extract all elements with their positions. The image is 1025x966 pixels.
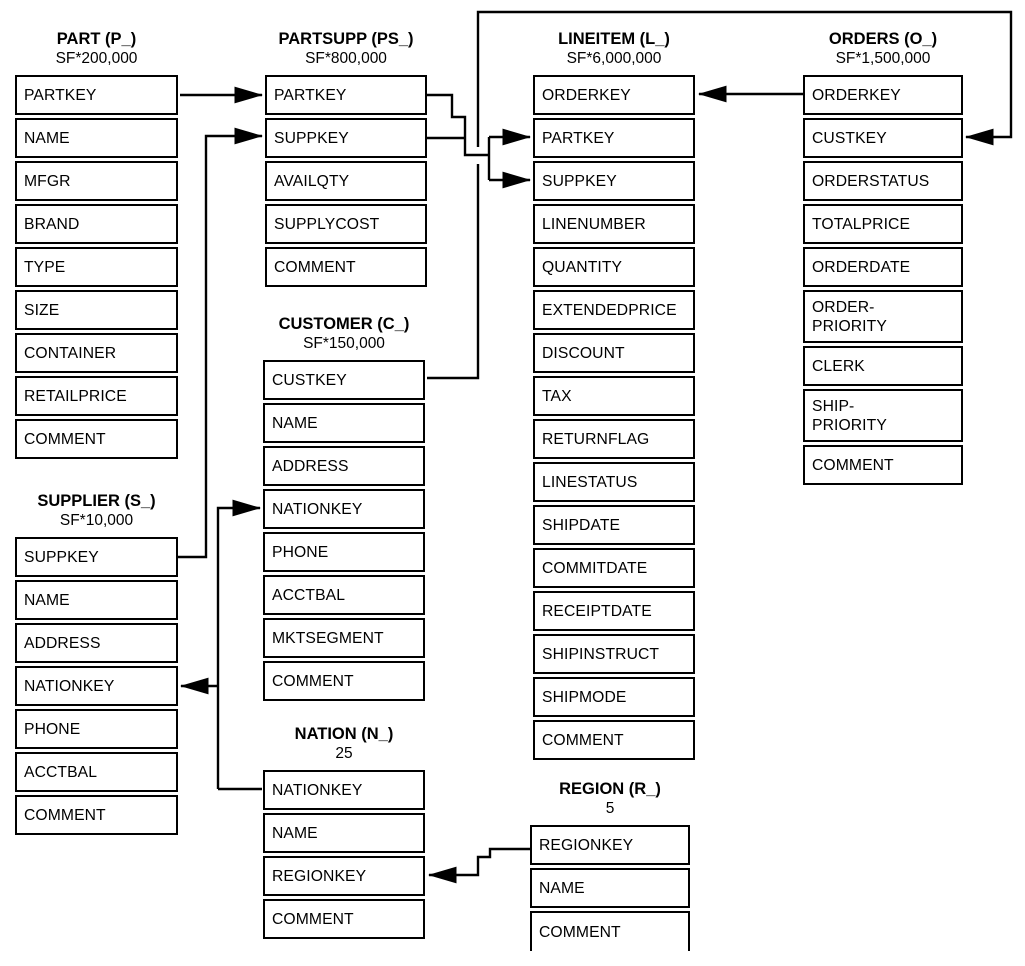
- lineitem-column-linestatus: LINESTATUS: [533, 462, 695, 502]
- customer-column-acctbal: ACCTBAL: [263, 575, 425, 615]
- lineitem-column-shipinstruct: SHIPINSTRUCT: [533, 634, 695, 674]
- table-supplier-title: SUPPLIER (S_): [37, 492, 156, 510]
- connector-partsupp-partkey-stub: [427, 93, 489, 157]
- partsupp-column-supplycost: SUPPLYCOST: [265, 204, 427, 244]
- lineitem-column-discount: DISCOUNT: [533, 333, 695, 373]
- customer-column-name: NAME: [263, 403, 425, 443]
- part-column-container: CONTAINER: [15, 333, 178, 373]
- supplier-column-phone: PHONE: [15, 709, 178, 749]
- table-orders-cardinality: SF*1,500,000: [835, 50, 931, 67]
- table-customer-title: CUSTOMER (C_): [278, 315, 410, 333]
- connector-supplier-suppkey-to-partsupp-suppkey-arrow: [178, 127, 264, 559]
- table-orders-title: ORDERS (O_): [828, 30, 938, 48]
- table-lineitem-cardinality: SF*6,000,000: [566, 50, 662, 67]
- supplier-column-name: NAME: [15, 580, 178, 620]
- nation-column-name: NAME: [263, 813, 425, 853]
- lineitem-column-orderkey: ORDERKEY: [533, 75, 695, 115]
- lineitem-column-tax: TAX: [533, 376, 695, 416]
- lineitem-column-extendedprice: EXTENDEDPRICE: [533, 290, 695, 330]
- connector-nation-nationkey-to-customer-nationkey-arrow: [216, 499, 262, 789]
- supplier-column-acctbal: ACCTBAL: [15, 752, 178, 792]
- lineitem-column-receiptdate: RECEIPTDATE: [533, 591, 695, 631]
- customer-column-comment: COMMENT: [263, 661, 425, 701]
- supplier-column-address: ADDRESS: [15, 623, 178, 663]
- lineitem-column-suppkey: SUPPKEY: [533, 161, 695, 201]
- region-column-comment: COMMENT: [530, 911, 690, 951]
- orders-column-totalprice: TOTALPRICE: [803, 204, 963, 244]
- table-customer-cardinality: SF*150,000: [303, 335, 385, 352]
- orders-column-custkey: CUSTKEY: [803, 118, 963, 158]
- partsupp-column-comment: COMMENT: [265, 247, 427, 287]
- nation-column-regionkey: REGIONKEY: [263, 856, 425, 896]
- table-supplier-cardinality: SF*10,000: [59, 512, 134, 529]
- orders-column-clerk: CLERK: [803, 346, 963, 386]
- customer-column-nationkey: NATIONKEY: [263, 489, 425, 529]
- customer-column-address: ADDRESS: [263, 446, 425, 486]
- connector-region-regionkey-to-nation-regionkey-arrow: [427, 847, 530, 884]
- partsupp-column-suppkey: SUPPKEY: [265, 118, 427, 158]
- orders-column-comment: COMMENT: [803, 445, 963, 485]
- region-column-regionkey: REGIONKEY: [530, 825, 690, 865]
- connector-customer-custkey-riser: [427, 164, 480, 380]
- table-region-title: REGION (R_): [559, 780, 661, 798]
- supplier-column-nationkey: NATIONKEY: [15, 666, 178, 706]
- customer-column-phone: PHONE: [263, 532, 425, 572]
- lineitem-column-returnflag: RETURNFLAG: [533, 419, 695, 459]
- orders-column-orderkey: ORDERKEY: [803, 75, 963, 115]
- part-column-name: NAME: [15, 118, 178, 158]
- nation-column-comment: COMMENT: [263, 899, 425, 939]
- part-column-brand: BRAND: [15, 204, 178, 244]
- table-region-cardinality: 5: [605, 800, 615, 817]
- lineitem-column-shipmode: SHIPMODE: [533, 677, 695, 717]
- table-part-cardinality: SF*200,000: [55, 50, 138, 67]
- table-part-title: PART (P_): [56, 30, 137, 48]
- part-column-size: SIZE: [15, 290, 178, 330]
- nation-column-nationkey: NATIONKEY: [263, 770, 425, 810]
- lineitem-column-partkey: PARTKEY: [533, 118, 695, 158]
- connector-customer-custkey-to-orders-custkey-arrow: [476, 10, 1013, 147]
- orders-column-order-priority: ORDER- PRIORITY: [803, 290, 963, 343]
- table-lineitem-title: LINEITEM (L_): [558, 30, 670, 48]
- customer-column-mktsegment: MKTSEGMENT: [263, 618, 425, 658]
- supplier-column-suppkey: SUPPKEY: [15, 537, 178, 577]
- partsupp-column-partkey: PARTKEY: [265, 75, 427, 115]
- lineitem-column-commitdate: COMMITDATE: [533, 548, 695, 588]
- lineitem-column-shipdate: SHIPDATE: [533, 505, 695, 545]
- customer-column-custkey: CUSTKEY: [263, 360, 425, 400]
- orders-column-orderstatus: ORDERSTATUS: [803, 161, 963, 201]
- table-nation-title: NATION (N_): [294, 725, 394, 743]
- orders-column-ship-priority: SHIP- PRIORITY: [803, 389, 963, 442]
- lineitem-column-linenumber: LINENUMBER: [533, 204, 695, 244]
- part-column-retailprice: RETAILPRICE: [15, 376, 178, 416]
- supplier-column-comment: COMMENT: [15, 795, 178, 835]
- part-column-mfgr: MFGR: [15, 161, 178, 201]
- orders-column-orderdate: ORDERDATE: [803, 247, 963, 287]
- part-column-comment: COMMENT: [15, 419, 178, 459]
- part-column-partkey: PARTKEY: [15, 75, 178, 115]
- partsupp-column-availqty: AVAILQTY: [265, 161, 427, 201]
- region-column-name: NAME: [530, 868, 690, 908]
- table-partsupp-cardinality: SF*800,000: [305, 50, 387, 67]
- table-partsupp-title: PARTSUPP (PS_): [278, 30, 414, 48]
- table-nation-cardinality: 25: [335, 745, 353, 762]
- lineitem-column-comment: COMMENT: [533, 720, 695, 760]
- part-column-type: TYPE: [15, 247, 178, 287]
- lineitem-column-quantity: QUANTITY: [533, 247, 695, 287]
